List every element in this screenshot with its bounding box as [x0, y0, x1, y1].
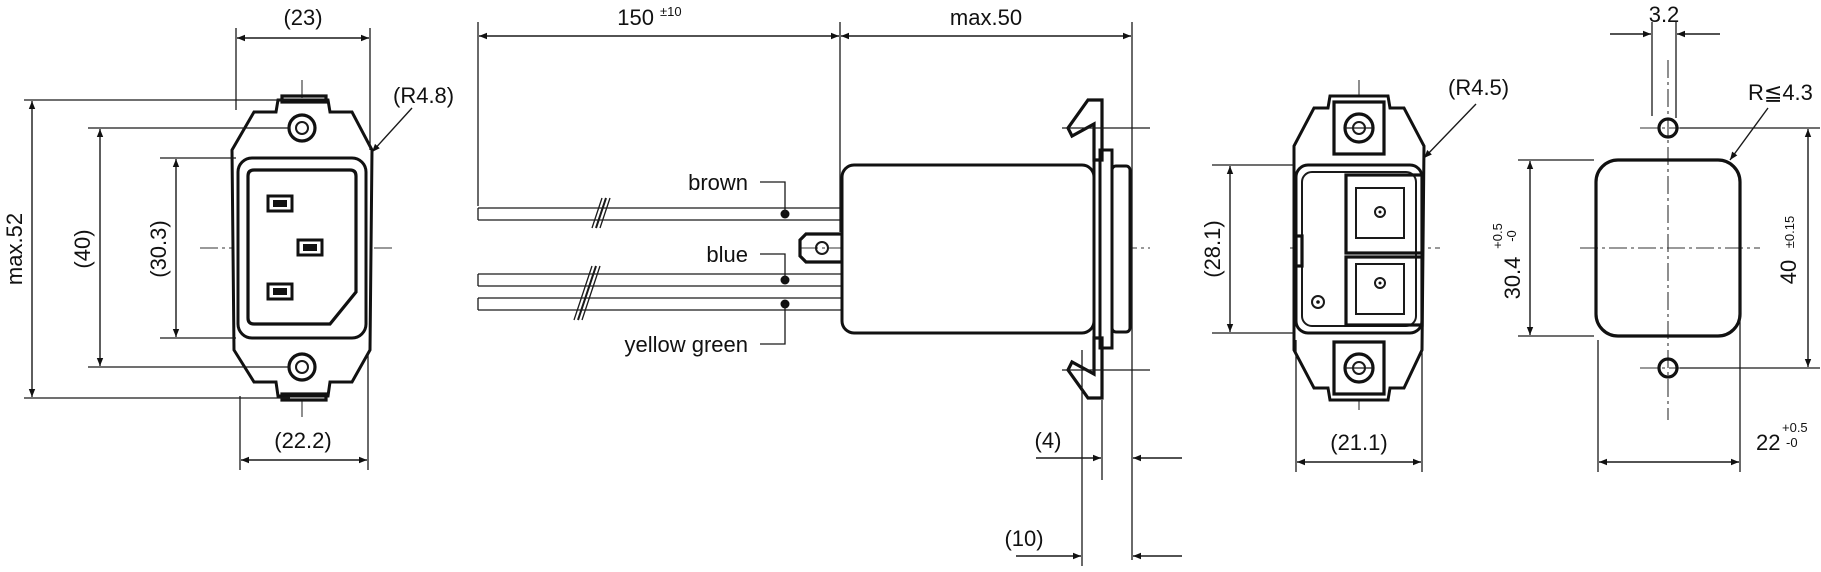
dim-flange-10: (10) — [1004, 526, 1043, 551]
dim-lead-length: 150 — [617, 5, 654, 30]
panel-cutout-view: 3.2 R≦4.3 30.4 +0.5 -0 40 ±0.15 22 +0.5 … — [1490, 2, 1820, 472]
wire-label-brown: brown — [688, 170, 748, 195]
lead-wires — [477, 197, 842, 321]
dim-cut-hole-offset: 3.2 — [1649, 2, 1680, 27]
dim-front-radius: (R4.8) — [393, 83, 454, 108]
dim-cut-height-tol-plus: +0.5 — [1490, 223, 1505, 249]
dim-cut-pitch-tol: ±0.15 — [1782, 216, 1797, 248]
dim-cut-radius: R≦4.3 — [1748, 80, 1813, 105]
dim-cut-width-tol-plus: +0.5 — [1782, 420, 1808, 435]
dim-rear-radius: (R4.5) — [1448, 75, 1509, 100]
dim-front-height: max.52 — [2, 213, 27, 285]
dim-cut-pitch: 40 — [1776, 260, 1801, 284]
dim-flange-4: (4) — [1035, 428, 1062, 453]
dim-cut-width: 22 — [1756, 430, 1780, 455]
dim-front-body-width: (22.2) — [274, 428, 331, 453]
dim-front-hole-pitch: (40) — [70, 229, 95, 268]
side-view: brown blue yellow green 150 ±10 max.50 (… — [477, 4, 1182, 566]
dim-cut-width-tol-minus: -0 — [1786, 435, 1798, 450]
dim-lead-length-tol: ±10 — [660, 4, 682, 19]
dim-cut-height-tol-minus: -0 — [1504, 230, 1519, 242]
dim-front-socket-height: (30.3) — [146, 220, 171, 277]
dim-body-length: max.50 — [950, 5, 1022, 30]
dim-rear-height: (28.1) — [1200, 220, 1225, 277]
wire-label-yellow-green: yellow green — [624, 332, 748, 357]
dim-cut-height: 30.4 — [1500, 257, 1525, 300]
rear-view: (28.1) (21.1) (R4.5) — [1200, 75, 1509, 472]
dim-front-width: (23) — [283, 5, 322, 30]
front-view: (23) max.52 (40) (30.3) (22.2) (R4.8) — [2, 5, 454, 470]
dim-rear-width: (21.1) — [1330, 430, 1387, 455]
wire-label-blue: blue — [706, 242, 748, 267]
